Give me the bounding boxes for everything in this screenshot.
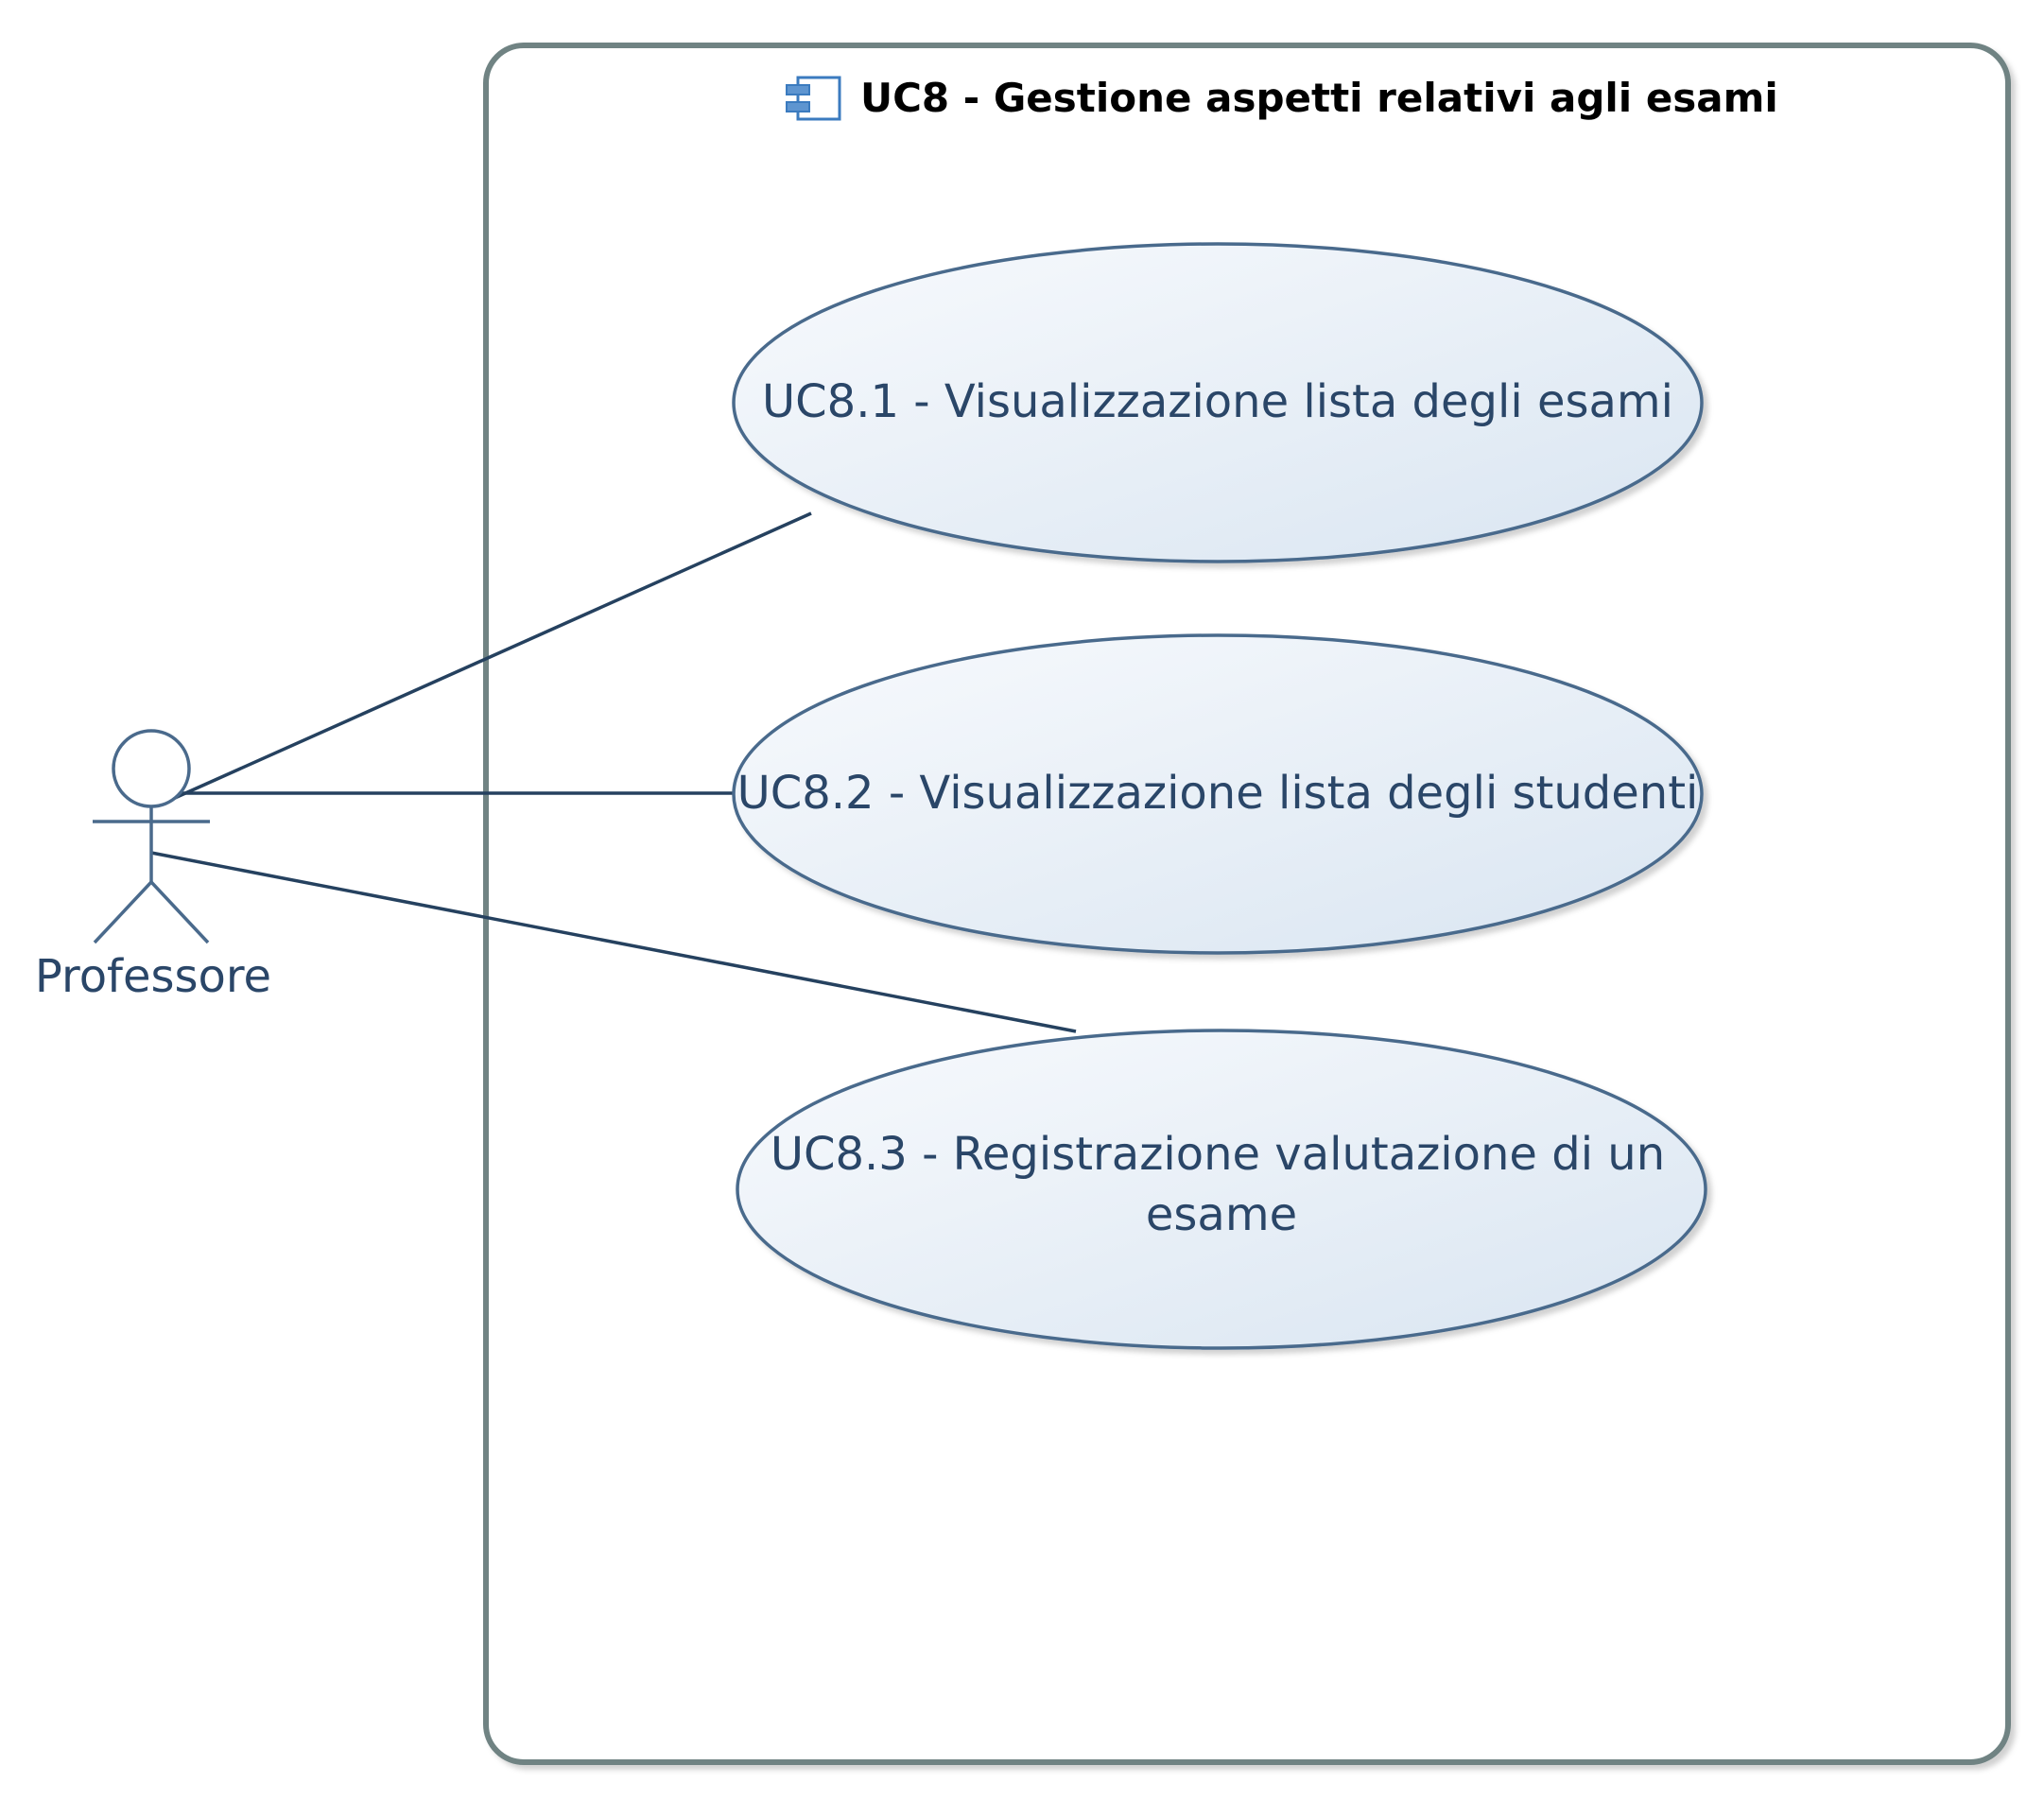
use-case-label-line-2: esame <box>1146 1188 1297 1241</box>
stick-figure-actor-icon <box>93 729 210 944</box>
use-case-uc8-3[interactable]: UC8.3 - Registrazione valutazione di un … <box>736 1029 1707 1350</box>
associations <box>150 511 1077 1033</box>
component-icon <box>786 76 841 121</box>
association-uc8-3[interactable] <box>150 851 1077 1033</box>
actor-name: Professore <box>35 950 271 1003</box>
use-case-label: UC8.1 - Visualizzazione lista degli esam… <box>762 375 1673 428</box>
use-case-label: UC8.2 - Visualizzazione lista degli stud… <box>737 767 1699 820</box>
use-case-uc8-1[interactable]: UC8.1 - Visualizzazione lista degli esam… <box>732 242 1704 563</box>
use-case-label-line-1: UC8.3 - Registrazione valutazione di un <box>771 1128 1665 1181</box>
association-uc8-1[interactable] <box>174 511 812 800</box>
system-title: UC8 - Gestione aspetti relativi agli esa… <box>860 75 1778 121</box>
use-case-uc8-2[interactable]: UC8.2 - Visualizzazione lista degli stud… <box>732 633 1704 955</box>
actor-professore[interactable]: Professore <box>35 729 271 1003</box>
